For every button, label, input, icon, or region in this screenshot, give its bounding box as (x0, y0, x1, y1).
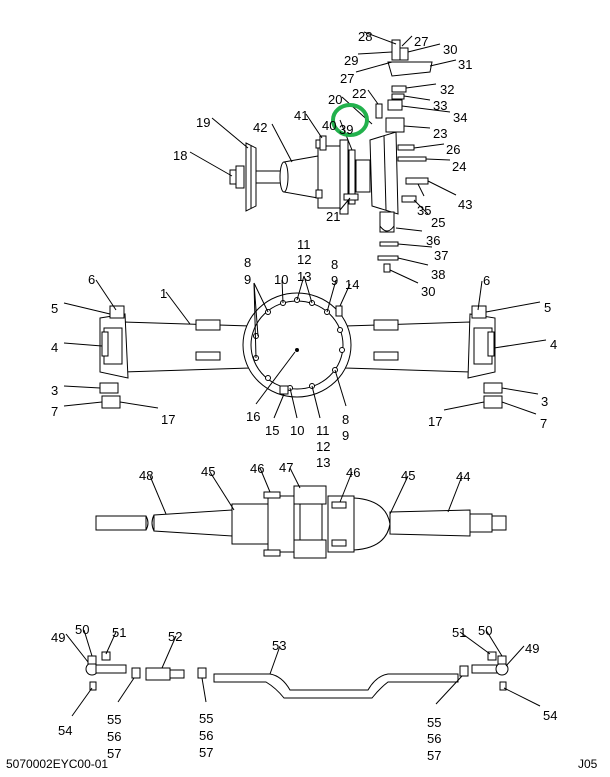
callout-c30b: 30 (421, 284, 435, 299)
hub-knuckle-assembly (229, 39, 433, 273)
callout-c57c: 57 (427, 748, 441, 763)
callout-c17a: 17 (161, 412, 175, 427)
callout-c12b: 12 (316, 439, 330, 454)
callout-c46b: 46 (346, 465, 360, 480)
callout-c3b: 3 (541, 394, 548, 409)
callout-c3a: 3 (51, 383, 58, 398)
callout-c1: 1 (160, 286, 167, 301)
callout-c52: 52 (168, 629, 182, 644)
callout-c13a: 13 (297, 269, 311, 284)
callout-c51a: 51 (112, 625, 126, 640)
callout-c23: 23 (433, 126, 447, 141)
callout-c10b: 10 (290, 423, 304, 438)
callout-c28a: 28 (358, 29, 372, 44)
callout-c38: 38 (431, 267, 445, 282)
callout-c49b: 49 (525, 641, 539, 656)
tie-rod-assembly (85, 651, 509, 699)
callout-c33: 33 (433, 98, 447, 113)
callout-c55b: 55 (199, 711, 213, 726)
callout-c5a: 5 (51, 301, 58, 316)
callout-c41: 41 (294, 108, 308, 123)
callout-c43: 43 (458, 197, 472, 212)
callout-c10a: 10 (274, 272, 288, 287)
callout-c55c: 55 (427, 715, 441, 730)
highlight-ring-39 (331, 103, 369, 137)
callout-c54b: 54 (543, 708, 557, 723)
callout-c55a: 55 (107, 712, 121, 727)
callout-c49a: 49 (51, 630, 65, 645)
callout-c57a: 57 (107, 746, 121, 761)
callout-c18: 18 (173, 148, 187, 163)
callout-c47: 47 (279, 460, 293, 475)
callout-c4a: 4 (51, 340, 58, 355)
callout-c7b: 7 (540, 416, 547, 431)
callout-c56a: 56 (107, 729, 121, 744)
callout-c29: 29 (344, 53, 358, 68)
callout-c15: 15 (265, 423, 279, 438)
callout-c9b: 9 (331, 273, 338, 288)
callout-c22: 22 (352, 86, 366, 101)
callout-c56c: 56 (427, 731, 441, 746)
callout-c9c: 9 (342, 428, 349, 443)
callout-c8b: 8 (331, 257, 338, 272)
callout-c11a: 11 (297, 237, 311, 252)
callout-c26: 26 (446, 142, 460, 157)
callout-c9a: 9 (244, 272, 251, 287)
callout-c51b: 51 (452, 625, 466, 640)
leader-lines (63, 31, 547, 717)
callout-c6b: 6 (483, 273, 490, 288)
callout-c34: 34 (453, 110, 467, 125)
callout-c12a: 12 (297, 252, 311, 267)
callout-c50a: 50 (75, 622, 89, 637)
callout-c5b: 5 (544, 300, 551, 315)
callout-c54a: 54 (58, 723, 72, 738)
callout-c45b: 45 (401, 468, 415, 483)
callout-c35: 35 (417, 203, 431, 218)
callout-c53: 53 (272, 638, 286, 653)
callout-c8a: 8 (244, 255, 251, 270)
callout-c20: 20 (328, 92, 342, 107)
callout-c56b: 56 (199, 728, 213, 743)
axle-shaft-assembly (95, 485, 507, 559)
callout-c46a: 46 (250, 461, 264, 476)
callout-c44: 44 (456, 469, 470, 484)
sheet-code: J05 (578, 757, 598, 771)
callout-c25: 25 (431, 215, 445, 230)
callout-c36: 36 (426, 233, 440, 248)
callout-c11b: 11 (316, 423, 330, 438)
callout-c7a: 7 (51, 404, 58, 419)
callout-c16: 16 (246, 409, 260, 424)
callout-c13b: 13 (316, 455, 330, 470)
document-code: 5070002EYC00-01 (6, 757, 109, 771)
callout-c48: 48 (139, 468, 153, 483)
callout-c19: 19 (196, 115, 210, 130)
callout-c40: 40 (322, 118, 336, 133)
callout-c17b: 17 (428, 414, 442, 429)
callout-c4b: 4 (550, 337, 557, 352)
callout-c6a: 6 (88, 272, 95, 287)
callout-c8c: 8 (342, 412, 349, 427)
callout-c21: 21 (326, 209, 340, 224)
callout-c32: 32 (440, 82, 454, 97)
callout-c30a: 30 (443, 42, 457, 57)
axle-housing-assembly (99, 292, 503, 409)
callout-c31: 31 (458, 57, 472, 72)
callout-c14: 14 (345, 277, 359, 292)
callout-c27a: 27 (414, 34, 428, 49)
callout-c50b: 50 (478, 623, 492, 638)
callout-c37: 37 (434, 248, 448, 263)
callout-c39: 39 (339, 122, 353, 137)
callout-c24: 24 (452, 159, 466, 174)
callout-c42: 42 (253, 120, 267, 135)
callout-c27b: 27 (340, 71, 354, 86)
callout-c57b: 57 (199, 745, 213, 760)
callout-c45a: 45 (201, 464, 215, 479)
